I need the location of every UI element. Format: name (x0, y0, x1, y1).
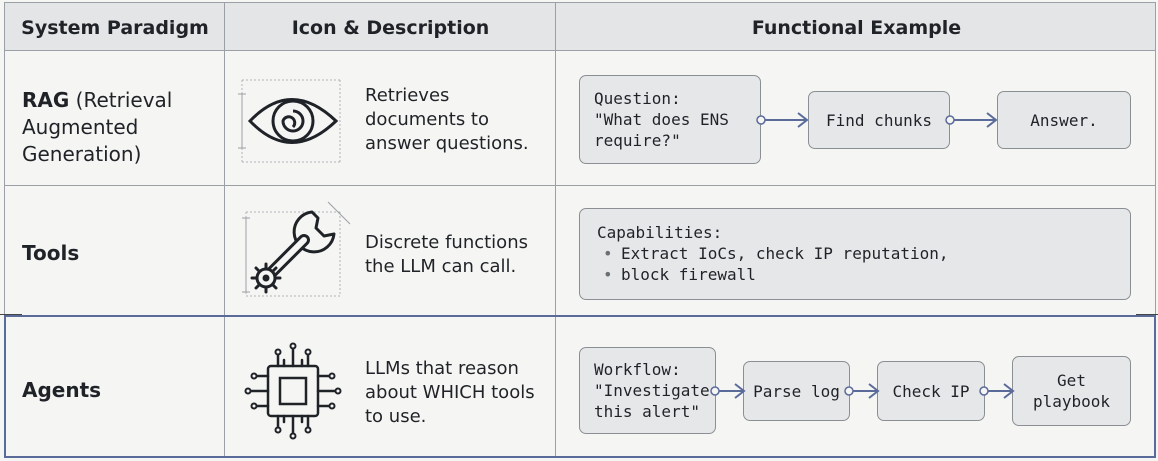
header-system-paradigm: System Paradigm (21, 16, 209, 39)
rag-arrow-2 (945, 112, 998, 128)
agents-arrow-1 (710, 383, 746, 399)
row-tick-right (1136, 314, 1158, 315)
row-tick-left (0, 314, 22, 315)
header-functional-example: Functional Example (751, 16, 962, 39)
chip-icon (244, 342, 342, 440)
agents-parse-log-box: Parse log (743, 361, 850, 421)
paradigm-rag-subtitle: (Retrieval Augmented Generation) (22, 88, 173, 166)
column-divider-1 (224, 2, 225, 458)
paradigm-rag-title: RAG (22, 88, 70, 112)
eye-icon (238, 79, 341, 163)
paradigm-rag: RAG (Retrieval Augmented Generation) (22, 87, 172, 168)
table-border-right (1155, 51, 1156, 458)
header-icon-description: Icon & Description (291, 16, 490, 39)
description-agents: LLMs that reason about WHICH tools to us… (365, 358, 535, 427)
agents-get-playbook-box: Get playbook (1012, 356, 1131, 426)
table-border-bottom (4, 457, 1156, 458)
paradigm-agents: Agents (22, 378, 102, 402)
agents-arrow-3 (979, 383, 1015, 399)
capability-item: block firewall (597, 264, 1130, 285)
agents-workflow-box: Workflow: "Investigate this alert" (579, 347, 716, 434)
rag-question-box: Question: "What does ENS require?" (579, 75, 761, 164)
wrench-gear-icon (242, 201, 351, 297)
description-rag: Retrieves documents to answer questions. (365, 85, 529, 154)
tools-capabilities-box: Capabilities: Extract IoCs, check IP rep… (579, 208, 1131, 300)
capabilities-heading: Capabilities: (597, 223, 723, 242)
column-divider-2 (555, 2, 556, 458)
capabilities-list: Extract IoCs, check IP reputation, block… (597, 243, 1130, 285)
rag-find-chunks-box: Find chunks (808, 91, 950, 149)
rag-answer-box: Answer. (997, 91, 1131, 149)
table-header: System Paradigm Icon & Description Funct… (4, 2, 1156, 51)
table-border-left (4, 51, 5, 458)
agents-check-ip-box: Check IP (877, 361, 985, 421)
paradigm-tools: Tools (22, 241, 80, 265)
capability-item: Extract IoCs, check IP reputation, (597, 243, 1130, 264)
rag-arrow-1 (756, 112, 809, 128)
agents-arrow-2 (844, 383, 880, 399)
description-tools: Discrete functions the LLM can call. (365, 232, 528, 277)
row-divider-1 (4, 185, 1156, 186)
